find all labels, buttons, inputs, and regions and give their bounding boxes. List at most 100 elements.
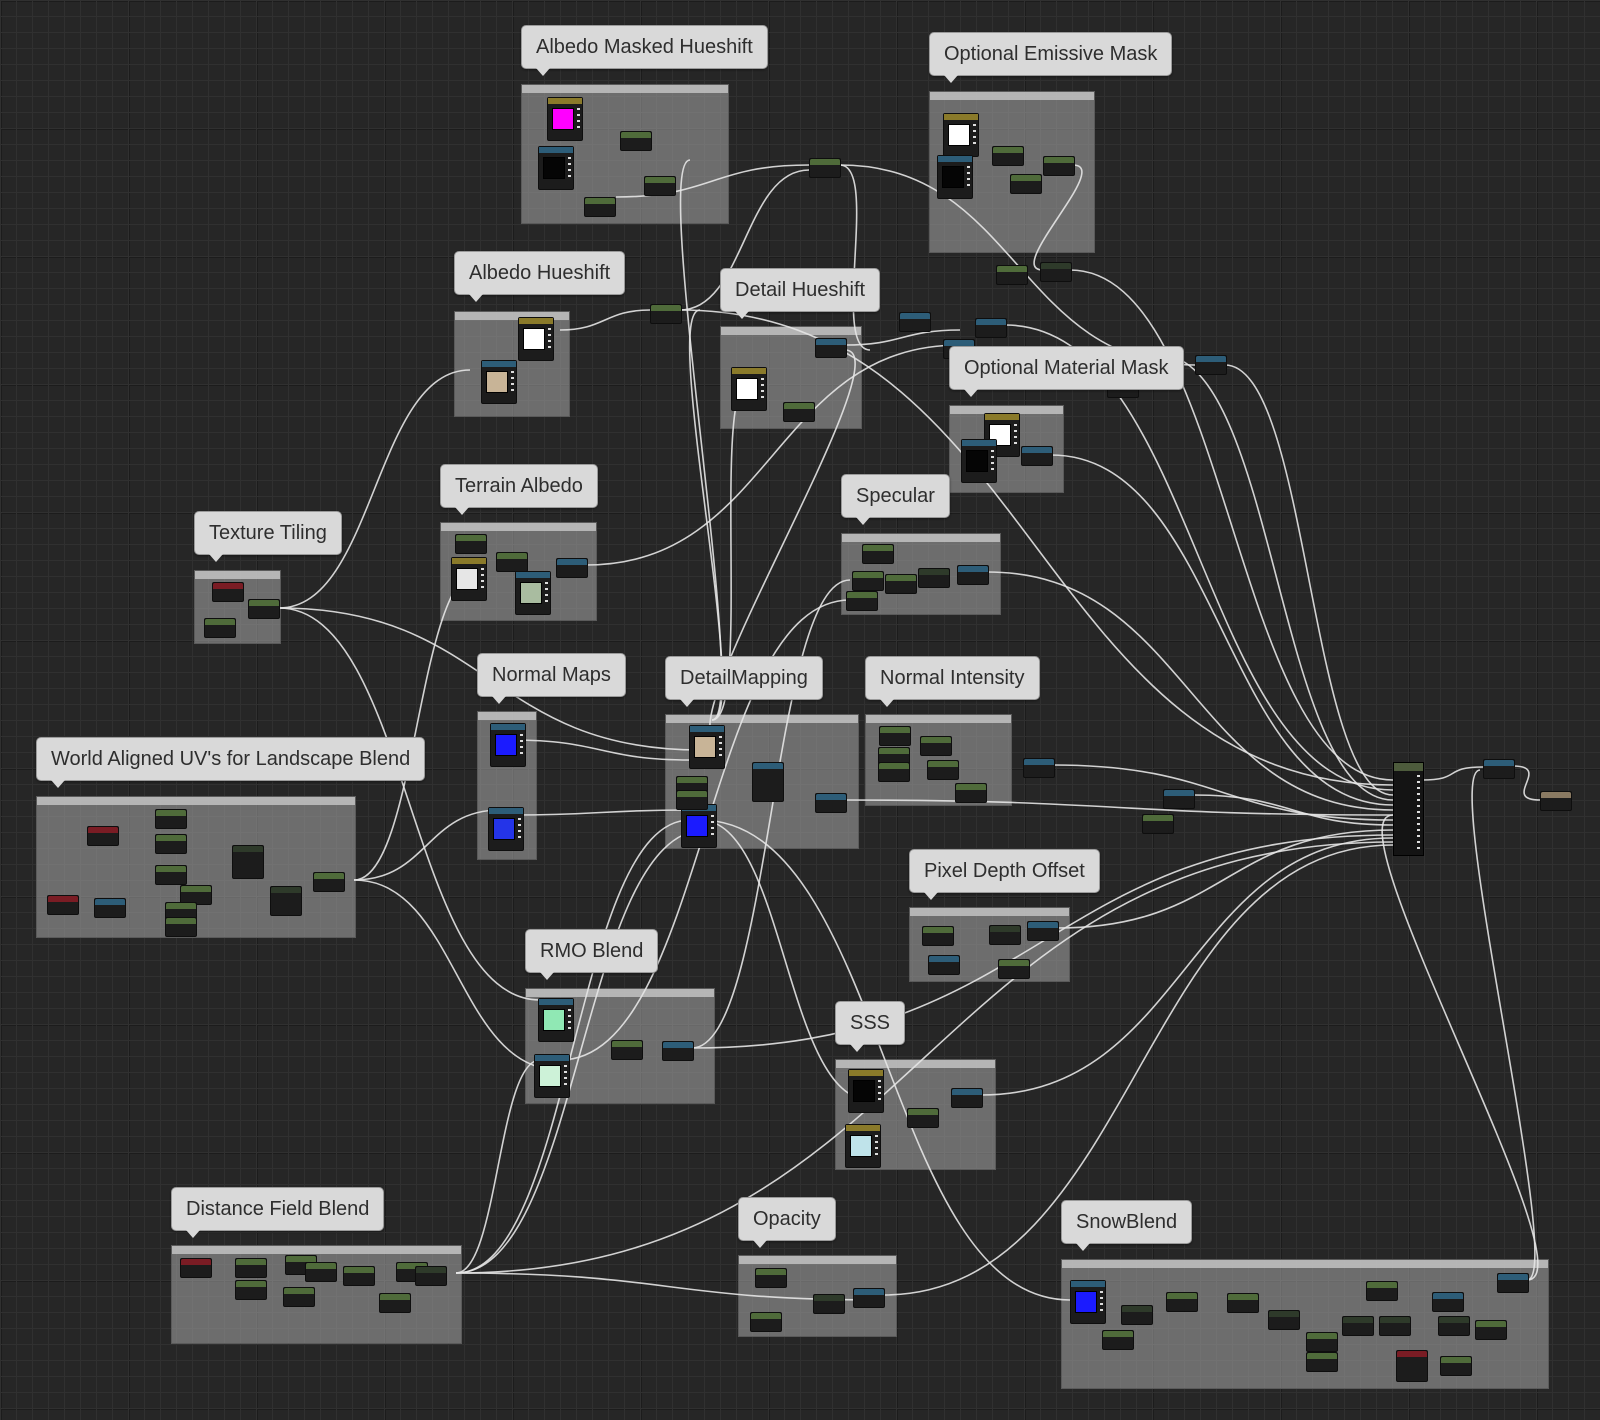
node-wa-b[interactable] — [155, 834, 187, 854]
node-amh-c[interactable] — [584, 197, 616, 217]
connection-wire-45[interactable] — [699, 819, 871, 1101]
texture-node-emissive-color[interactable] — [943, 113, 979, 157]
comment-label-detail-mapping[interactable]: DetailMapping — [665, 656, 823, 707]
node-ta-a[interactable] — [455, 534, 487, 554]
node-ta-out[interactable] — [556, 558, 588, 578]
node-tt-out[interactable] — [248, 599, 280, 619]
node-ni-b[interactable] — [920, 736, 952, 756]
texture-node-sss-mask[interactable] — [848, 1069, 884, 1113]
texture-node-detail-normal[interactable] — [681, 804, 717, 848]
node-ni-out[interactable] — [1023, 758, 1055, 778]
connection-wire-1[interactable] — [839, 164, 871, 351]
connection-wire-21[interactable] — [511, 739, 691, 761]
node-sb-b[interactable] — [1166, 1292, 1198, 1312]
node-ta-b[interactable] — [496, 552, 528, 572]
node-wa-out[interactable] — [313, 872, 345, 892]
node-dh-b[interactable] — [783, 402, 815, 422]
connection-wire-11[interactable] — [1159, 354, 1394, 801]
material-output-node[interactable] — [1393, 762, 1424, 856]
node-spec-c[interactable] — [885, 574, 917, 594]
texture-node-normal-map[interactable] — [490, 723, 526, 767]
comment-label-terrain-albedo[interactable]: Terrain Albedo — [440, 464, 598, 515]
comment-label-distance-field-blend[interactable]: Distance Field Blend — [171, 1187, 385, 1238]
node-sb-out[interactable] — [1497, 1273, 1529, 1293]
texture-node-material-mask[interactable] — [961, 439, 997, 483]
comment-label-rmo-blend[interactable]: RMO Blend — [525, 929, 659, 980]
node-dfb-g[interactable] — [283, 1287, 315, 1307]
connection-wire-12[interactable] — [1050, 454, 1394, 806]
node-sb-l[interactable] — [1102, 1330, 1134, 1350]
connection-wire-43[interactable] — [1421, 766, 1484, 781]
connection-wire-25[interactable] — [679, 159, 723, 721]
node-sb-d[interactable] — [1268, 1310, 1300, 1330]
node-op-a[interactable] — [755, 1268, 787, 1288]
node-dm-out[interactable] — [815, 793, 847, 813]
node-amh-a[interactable] — [620, 131, 652, 151]
node-out-route-a[interactable] — [1483, 759, 1515, 779]
node-sb-c[interactable] — [1227, 1293, 1259, 1313]
node-ni-a[interactable] — [879, 726, 911, 746]
node-rmo-out[interactable] — [662, 1041, 694, 1061]
node-wa-c[interactable] — [232, 845, 264, 879]
node-ni-f[interactable] — [955, 783, 987, 803]
node-dh-a[interactable] — [815, 338, 847, 358]
connection-wire-29[interactable] — [1056, 829, 1394, 929]
comment-label-texture-tiling[interactable]: Texture Tiling — [194, 511, 342, 562]
texture-node-terrain-normal[interactable] — [488, 807, 524, 851]
node-sss-a[interactable] — [907, 1108, 939, 1128]
node-amh-b[interactable] — [644, 176, 676, 196]
node-op-c[interactable] — [750, 1312, 782, 1332]
node-pdo-b[interactable] — [989, 925, 1021, 945]
node-tt-param[interactable] — [212, 582, 244, 602]
node-wa-a[interactable] — [155, 809, 187, 829]
node-route-a[interactable] — [899, 312, 931, 332]
node-dfb-a[interactable] — [235, 1258, 267, 1278]
comment-label-albedo-masked-hueshift[interactable]: Albedo Masked Hueshift — [521, 25, 768, 76]
node-op-b[interactable] — [813, 1294, 845, 1314]
node-sb-a[interactable] — [1121, 1305, 1153, 1325]
comment-label-detail-hueshift[interactable]: Detail Hueshift — [720, 268, 881, 319]
node-out-route-b[interactable] — [1540, 791, 1572, 811]
node-pdo-d[interactable] — [928, 955, 960, 975]
texture-node-emissive-mask[interactable] — [937, 155, 973, 199]
node-oem-c[interactable] — [1010, 174, 1042, 194]
connection-wire-22[interactable] — [511, 809, 691, 816]
texture-node-terrain-albedo[interactable] — [515, 571, 551, 615]
comment-label-sss[interactable]: SSS — [835, 1001, 906, 1052]
node-omm-out[interactable] — [1021, 446, 1053, 466]
connection-wire-28[interactable] — [1192, 794, 1394, 826]
connection-wire-7[interactable] — [559, 309, 651, 331]
node-sb-i[interactable] — [1432, 1292, 1464, 1312]
comment-label-opacity[interactable]: Opacity — [738, 1197, 836, 1248]
node-sb-h[interactable] — [1366, 1281, 1398, 1301]
connection-wire-10[interactable] — [1224, 364, 1394, 796]
node-dfb-d[interactable] — [343, 1266, 375, 1286]
node-oem-a[interactable] — [992, 146, 1024, 166]
comment-label-albedo-hueshift[interactable]: Albedo Hueshift — [454, 251, 626, 302]
texture-node-terrain-tint[interactable] — [451, 557, 487, 601]
comment-label-pixel-depth-offset[interactable]: Pixel Depth Offset — [909, 849, 1100, 900]
comment-label-world-aligned-uvs[interactable]: World Aligned UV's for Landscape Blend — [36, 737, 426, 788]
texture-node-sss-color[interactable] — [845, 1124, 881, 1168]
node-oem-b[interactable] — [1043, 156, 1075, 176]
node-wa-param[interactable] — [87, 826, 119, 846]
node-dfb-out[interactable] — [415, 1266, 447, 1286]
node-sb-e[interactable] — [1306, 1332, 1338, 1352]
comment-label-optional-emissive-mask[interactable]: Optional Emissive Mask — [929, 32, 1173, 83]
connection-wire-41[interactable] — [1471, 769, 1536, 1281]
texture-node-albedo-tint[interactable] — [518, 317, 554, 361]
node-wa-param2[interactable] — [47, 895, 79, 915]
node-spec-a[interactable] — [862, 544, 894, 564]
texture-node-detail-tint[interactable] — [731, 367, 767, 411]
node-dm-c[interactable] — [752, 762, 784, 802]
node-spec-d[interactable] — [918, 568, 950, 588]
texture-node-terrain-rmo[interactable] — [534, 1054, 570, 1098]
node-mid-b[interactable] — [1142, 814, 1174, 834]
node-ni-e[interactable] — [927, 760, 959, 780]
node-pdo-e[interactable] — [998, 959, 1030, 979]
connection-wire-27[interactable] — [1052, 764, 1394, 821]
node-route-b[interactable] — [975, 318, 1007, 338]
texture-node-hue-mask[interactable] — [547, 97, 583, 141]
node-dfb-param[interactable] — [180, 1258, 212, 1278]
node-dfb-c[interactable] — [305, 1262, 337, 1282]
